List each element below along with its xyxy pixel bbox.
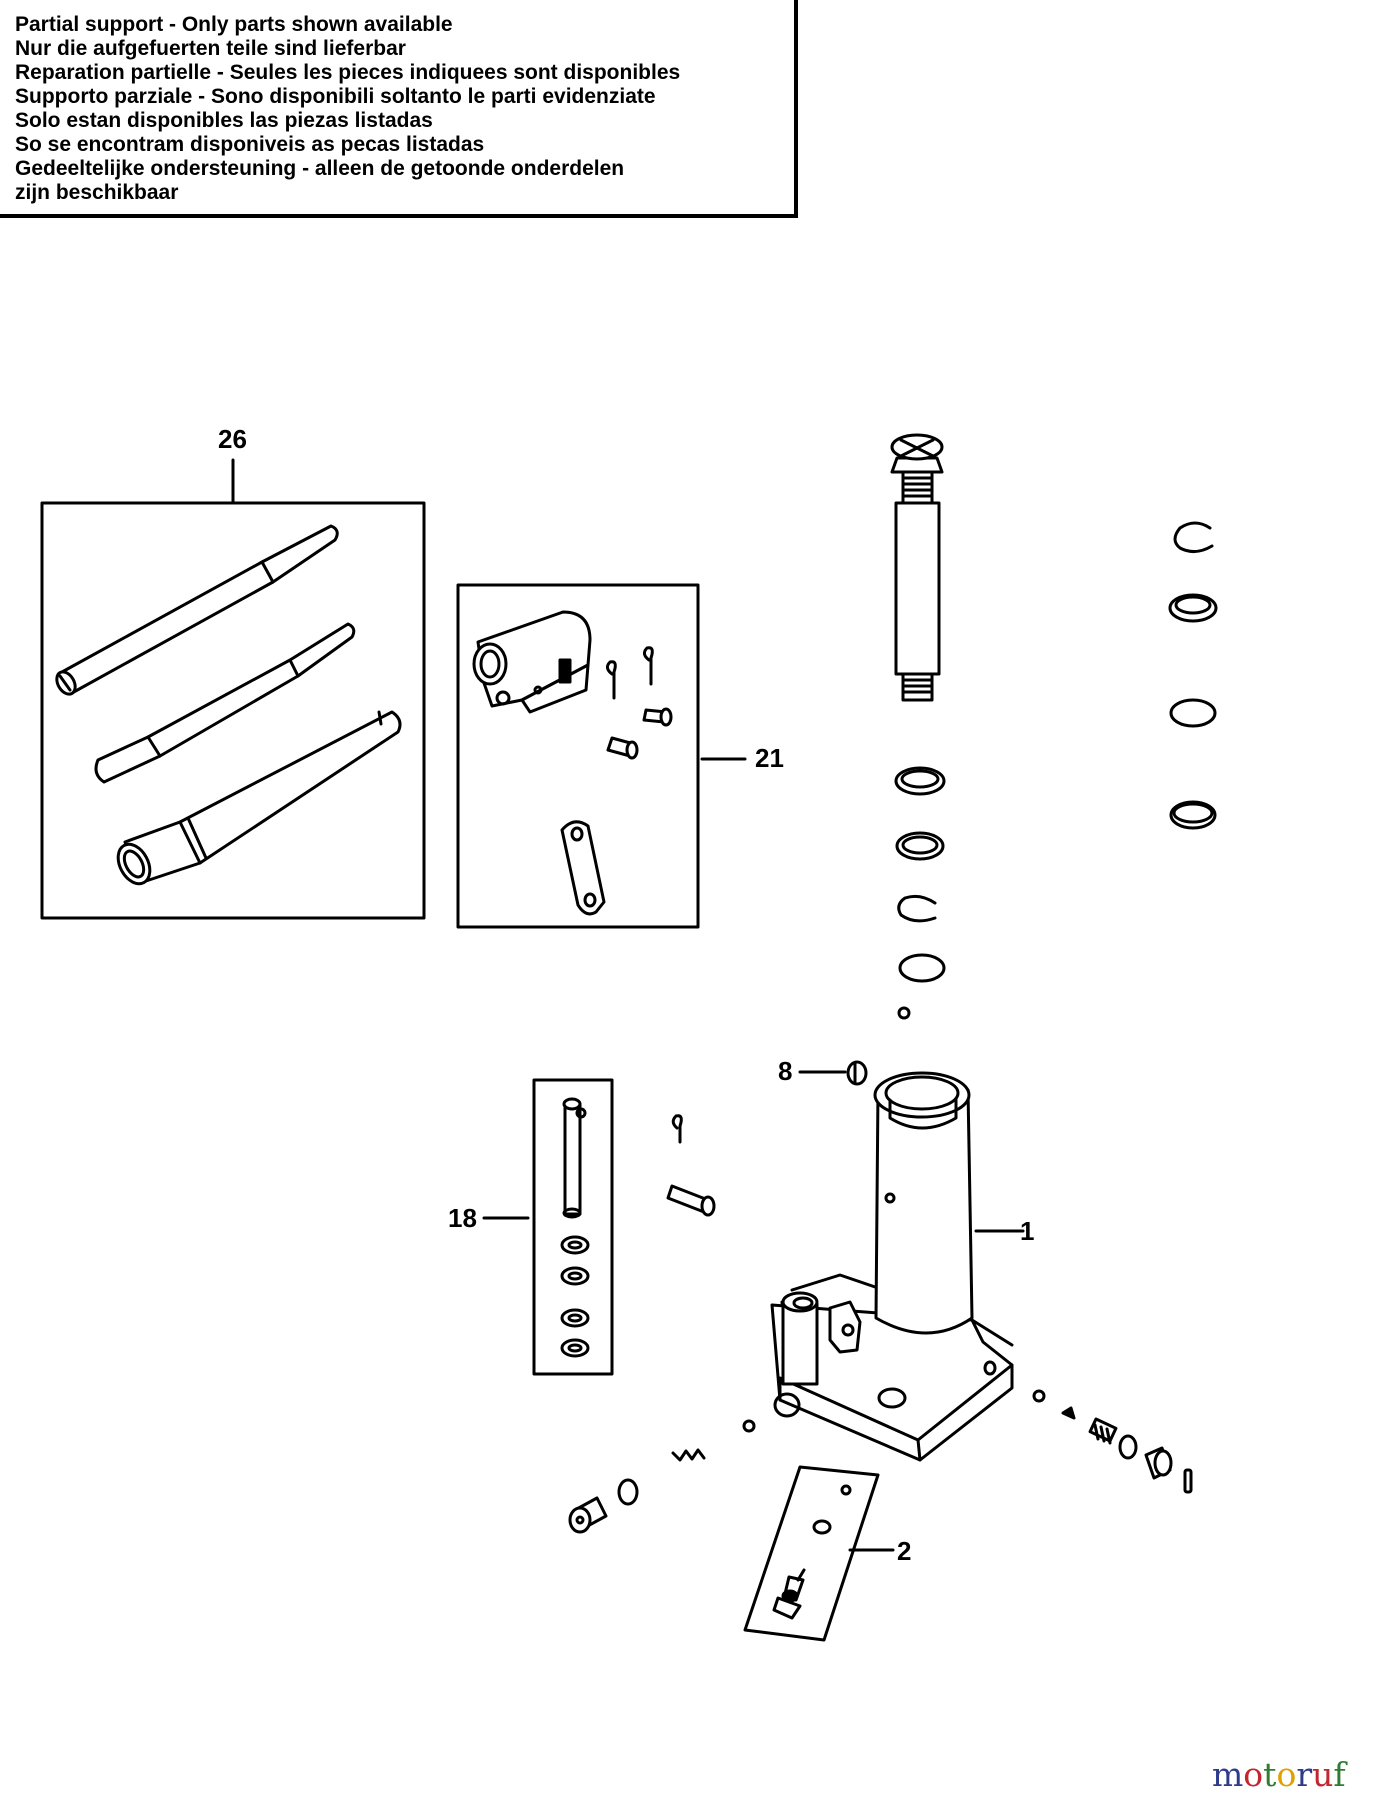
release-kit-frame — [743, 1465, 880, 1642]
pivot-pin-2 — [606, 736, 639, 760]
valve-plug-right — [1144, 1446, 1173, 1480]
seal-ring-2 — [895, 831, 945, 861]
notice-line-2: Nur die aufgefuerten teile sind lieferba… — [15, 37, 406, 60]
pump-barrel — [781, 1302, 819, 1386]
release-washer — [812, 1519, 832, 1535]
plunger-washers — [560, 1235, 590, 1358]
handle-set-group: 26 — [40, 424, 426, 920]
handle-set-frame — [40, 501, 426, 920]
handle-tube-3 — [116, 710, 402, 886]
o-ring-3 — [1169, 800, 1217, 830]
valve-plug-left — [568, 1496, 608, 1534]
notice-line-6: So se encontram disponiveis as pecas lis… — [15, 133, 485, 156]
notice-line-3: Reparation partielle - Seules les pieces… — [15, 61, 681, 84]
cylinder-bore — [884, 1075, 960, 1111]
release-port — [877, 1387, 907, 1409]
pivot-pin-3 — [666, 1184, 716, 1217]
o-ring-1 — [898, 953, 946, 983]
left-valve-parts — [568, 1419, 756, 1534]
watermark: motoruf — [1212, 1755, 1346, 1794]
spring-clip-2 — [642, 646, 654, 686]
handle-socket-kit-group: 21 — [456, 583, 784, 929]
handle-tube-2 — [94, 622, 356, 784]
valve-spring-left — [671, 1448, 706, 1462]
socket-kit-frame — [456, 583, 700, 929]
watermark-letter-4: o — [1276, 1755, 1297, 1794]
watermark-letter-5: r — [1296, 1755, 1313, 1794]
spring-clip-1 — [605, 660, 617, 700]
notice-line-8: zijn beschikbaar — [15, 181, 179, 204]
steel-ball-2 — [742, 1419, 756, 1433]
release-valve-kit-group: 2 — [743, 1465, 911, 1642]
watermark-letter-3: t — [1263, 1755, 1277, 1794]
retaining-clip-2 — [1173, 521, 1214, 553]
base-port — [773, 1392, 801, 1418]
notice-line-7: Gedeeltelijke ondersteuning - alleen de … — [15, 157, 625, 180]
watermark-letter-7: f — [1333, 1755, 1346, 1794]
valve-washer-right — [1118, 1434, 1138, 1460]
seal-ring-1 — [894, 766, 946, 796]
seal-ring-3 — [1168, 593, 1218, 623]
notice-line-5: Solo estan disponibles las piezas listad… — [15, 109, 433, 132]
callout-26: 26 — [218, 424, 247, 454]
seal-stack-right — [1168, 521, 1218, 830]
spring-clip-3 — [671, 1114, 683, 1144]
notice-line-4: Supporto parziale - Sono disponibili sol… — [15, 85, 656, 108]
handle-socket — [472, 610, 592, 714]
steel-ball-3 — [1032, 1389, 1046, 1403]
handle-tube-1 — [55, 524, 339, 696]
roll-pin — [1183, 1468, 1193, 1494]
pump-plunger-kit-group: 18 — [448, 1078, 716, 1376]
o-ring-2 — [1169, 698, 1217, 728]
valve-seat — [1061, 1406, 1076, 1420]
release-valve-screw — [772, 1568, 806, 1620]
right-valve-parts — [1032, 1389, 1193, 1494]
pivot-pin-1 — [642, 707, 673, 727]
o-ring-3-inner — [1172, 802, 1214, 824]
callout-21: 21 — [755, 743, 784, 773]
pump-plunger — [562, 1097, 587, 1219]
notice-box — [0, 0, 798, 218]
steel-ball-1 — [897, 1006, 911, 1020]
retaining-clip-1 — [897, 894, 937, 923]
seal-stack-center — [894, 766, 946, 1020]
watermark-letter-2: o — [1243, 1755, 1264, 1794]
jack-body-group: 1 — [770, 1071, 1034, 1462]
callout-2: 2 — [897, 1536, 911, 1566]
seal-ring-3-inner — [1174, 595, 1212, 615]
jack-cylinder — [874, 1088, 974, 1335]
callout-8: 8 — [778, 1056, 792, 1086]
filler-plug — [846, 1060, 868, 1086]
watermark-letter-1: m — [1212, 1755, 1244, 1794]
filler-plug-group: 8 — [778, 1056, 868, 1086]
link-plate — [560, 820, 606, 916]
seal-ring-1-inner — [900, 769, 940, 789]
watermark-letter-6: u — [1312, 1755, 1334, 1794]
release-ball — [840, 1484, 852, 1496]
valve-washer-left — [617, 1478, 639, 1506]
plunger-kit-frame — [532, 1078, 614, 1376]
callout-18: 18 — [448, 1203, 477, 1233]
ram-screw — [890, 433, 944, 702]
notice-line-1: Partial support - Only parts shown avail… — [15, 13, 453, 36]
callout-1: 1 — [1020, 1216, 1034, 1246]
seal-ring-2-inner — [901, 835, 939, 855]
